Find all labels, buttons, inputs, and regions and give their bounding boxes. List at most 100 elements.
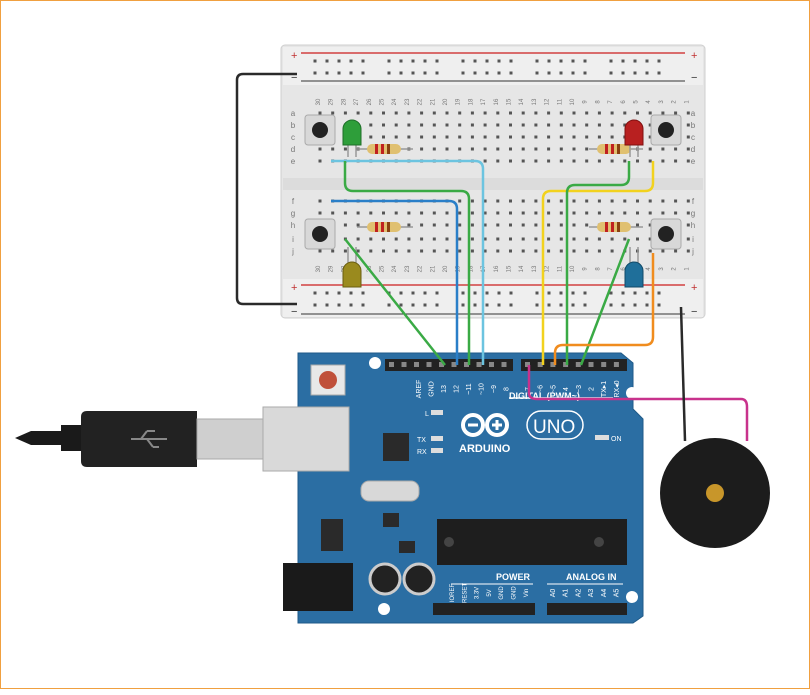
breadboard-hole[interactable] — [610, 211, 614, 215]
header-pin[interactable] — [464, 362, 469, 367]
breadboard-hole[interactable] — [674, 147, 678, 151]
breadboard-hole[interactable] — [585, 211, 589, 215]
rail-hole[interactable] — [583, 303, 587, 307]
breadboard-hole[interactable] — [534, 249, 538, 253]
breadboard-hole[interactable] — [432, 223, 436, 227]
pushbutton-top-left[interactable] — [304, 114, 336, 146]
breadboard-hole[interactable] — [547, 159, 551, 163]
breadboard-hole[interactable] — [648, 199, 652, 203]
rail-hole[interactable] — [349, 291, 353, 295]
breadboard-hole[interactable] — [458, 135, 462, 139]
breadboard-hole[interactable] — [623, 111, 627, 115]
breadboard-hole[interactable] — [496, 199, 500, 203]
breadboard-hole[interactable] — [445, 249, 449, 253]
breadboard-hole[interactable] — [318, 249, 322, 253]
rail-hole[interactable] — [571, 291, 575, 295]
pushbutton-top-right[interactable] — [650, 114, 682, 146]
breadboard-hole[interactable] — [356, 223, 360, 227]
breadboard-hole[interactable] — [458, 211, 462, 215]
rail-hole[interactable] — [657, 59, 661, 63]
breadboard-hole[interactable] — [674, 211, 678, 215]
rail-hole[interactable] — [583, 71, 587, 75]
breadboard-hole[interactable] — [686, 223, 690, 227]
header-pin[interactable] — [414, 362, 419, 367]
rail-hole[interactable] — [399, 303, 403, 307]
breadboard-hole[interactable] — [356, 237, 360, 241]
breadboard-hole[interactable] — [483, 147, 487, 151]
breadboard-hole[interactable] — [496, 249, 500, 253]
breadboard-hole[interactable] — [572, 199, 576, 203]
breadboard-hole[interactable] — [470, 223, 474, 227]
breadboard-hole[interactable] — [496, 159, 500, 163]
breadboard-hole[interactable] — [661, 249, 665, 253]
breadboard-hole[interactable] — [318, 147, 322, 151]
breadboard-hole[interactable] — [686, 135, 690, 139]
header-pin[interactable] — [525, 362, 530, 367]
breadboard-hole[interactable] — [597, 135, 601, 139]
breadboard-hole[interactable] — [470, 199, 474, 203]
breadboard-hole[interactable] — [318, 111, 322, 115]
breadboard-hole[interactable] — [420, 135, 424, 139]
breadboard-hole[interactable] — [458, 223, 462, 227]
breadboard-hole[interactable] — [585, 159, 589, 163]
rail-hole[interactable] — [473, 303, 477, 307]
rail-hole[interactable] — [571, 59, 575, 63]
breadboard-hole[interactable] — [509, 135, 512, 139]
breadboard-hole[interactable] — [445, 211, 449, 215]
breadboard-hole[interactable] — [356, 211, 360, 215]
breadboard-hole[interactable] — [597, 159, 601, 163]
breadboard-hole[interactable] — [572, 249, 576, 253]
breadboard-hole[interactable] — [382, 211, 385, 215]
breadboard-hole[interactable] — [407, 211, 411, 215]
rail-hole[interactable] — [423, 59, 427, 63]
breadboard-hole[interactable] — [394, 237, 398, 241]
rail-hole[interactable] — [435, 291, 439, 295]
led-green[interactable] — [342, 119, 362, 157]
breadboard-hole[interactable] — [382, 237, 385, 241]
rail-hole[interactable] — [313, 303, 317, 307]
breadboard-hole[interactable] — [458, 123, 462, 127]
wire-blue[interactable] — [331, 199, 459, 365]
breadboard-hole[interactable] — [686, 111, 690, 115]
breadboard-hole[interactable] — [407, 135, 411, 139]
header-pin[interactable] — [563, 362, 569, 367]
breadboard-hole[interactable] — [445, 135, 449, 139]
breadboard-hole[interactable] — [343, 111, 347, 115]
breadboard-hole[interactable] — [407, 249, 411, 253]
breadboard-hole[interactable] — [534, 147, 538, 151]
wire-green-led[interactable] — [343, 161, 471, 365]
header-pin[interactable] — [537, 362, 543, 367]
rail-hole[interactable] — [485, 291, 489, 295]
breadboard-hole[interactable] — [509, 147, 512, 151]
breadboard-hole[interactable] — [547, 123, 551, 127]
breadboard-hole[interactable] — [547, 147, 551, 151]
breadboard-hole[interactable] — [648, 147, 652, 151]
breadboard-hole[interactable] — [407, 223, 411, 227]
breadboard-hole[interactable] — [382, 111, 385, 115]
breadboard-hole[interactable] — [420, 211, 424, 215]
wire-light-blue[interactable] — [331, 159, 485, 365]
breadboard-hole[interactable] — [648, 237, 652, 241]
rail-hole[interactable] — [387, 71, 391, 75]
jumper-wires[interactable] — [331, 159, 749, 442]
rail-hole[interactable] — [473, 71, 477, 75]
header-pin[interactable] — [575, 362, 581, 367]
breadboard-hole[interactable] — [483, 135, 487, 139]
rail-hole[interactable] — [657, 71, 661, 75]
breadboard-hole[interactable] — [559, 199, 563, 203]
breadboard-hole[interactable] — [559, 111, 563, 115]
breadboard-hole[interactable] — [674, 111, 678, 115]
wire-green-red-led[interactable] — [565, 161, 631, 365]
rail-hole[interactable] — [609, 59, 613, 63]
breadboard-hole[interactable] — [496, 123, 500, 127]
breadboard-hole[interactable] — [483, 223, 487, 227]
breadboard-hole[interactable] — [661, 199, 665, 203]
rail-hole[interactable] — [633, 59, 637, 63]
breadboard-hole[interactable] — [369, 211, 373, 215]
header-pin[interactable] — [389, 362, 394, 367]
rail-hole[interactable] — [509, 291, 513, 295]
rail-hole[interactable] — [609, 291, 613, 295]
rail-hole[interactable] — [509, 303, 513, 307]
breadboard-hole[interactable] — [636, 211, 639, 215]
